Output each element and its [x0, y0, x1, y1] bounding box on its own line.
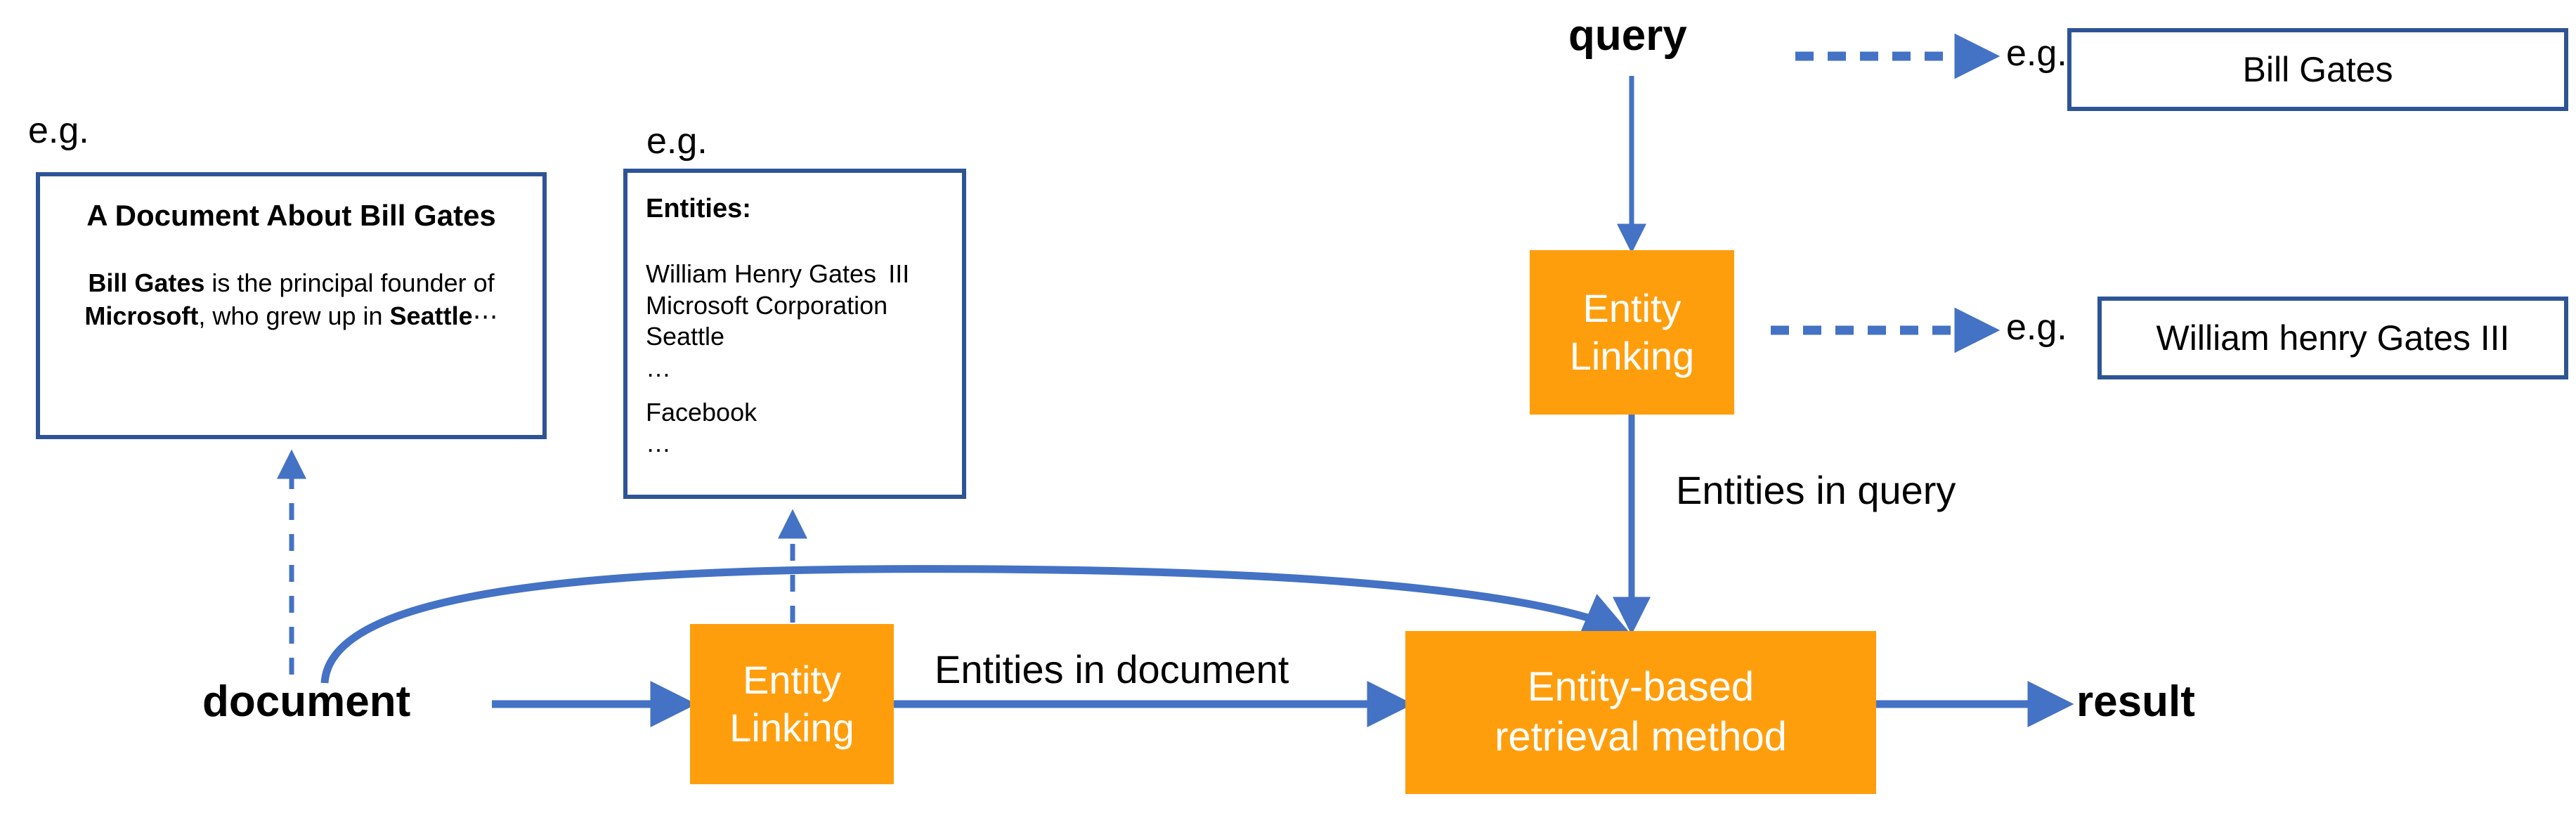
document-ellipsis: ⋯ [472, 301, 498, 331]
entities-heading: Entities: [646, 194, 751, 223]
result-output-label: result [2076, 677, 2195, 726]
query-example-box: Bill Gates [2067, 28, 2568, 111]
process-line: Entity [742, 657, 842, 702]
process-entity-linking-query: Entity Linking [1530, 250, 1734, 415]
document-input-label: document [202, 677, 411, 726]
entities-list-spacer [646, 384, 962, 397]
eg-label-document: e.g. [28, 110, 89, 151]
entities-example-box: Entities: William Henry Gates III Micros… [623, 169, 966, 499]
document-title: A Document About Bill Gates [86, 199, 496, 232]
process-entity-linking-query-label: Entity Linking [1570, 285, 1694, 381]
entities-list-item: Facebook [646, 397, 757, 427]
linked-example-text: William henry Gates III [2156, 318, 2510, 358]
process-line: Entity [1582, 285, 1681, 330]
document-text-1: is the principal founder of [204, 268, 495, 298]
process-line: Linking [1569, 334, 1695, 378]
document-body: Bill Gates is the principal founder of M… [40, 267, 542, 333]
document-entity-seattle: Seattle [389, 301, 473, 331]
edge-label-entities-in-document: Entities in document [935, 647, 1289, 691]
document-example-box: A Document About Bill Gates Bill Gates i… [36, 172, 547, 439]
query-input-label: query [1568, 11, 1687, 60]
process-entity-based-retrieval-label: Entity-based retrieval method [1495, 663, 1787, 762]
linked-example-box: William henry Gates III [2097, 297, 2568, 379]
document-entity-microsoft: Microsoft [84, 301, 199, 331]
eg-label-query: e.g. [2006, 33, 2067, 74]
process-line: Linking [729, 705, 854, 750]
entities-list: William Henry Gates III Microsoft Corpor… [646, 259, 962, 460]
process-entity-linking-document-label: Entity Linking [729, 656, 854, 753]
document-entity-bill-gates: Bill Gates [88, 268, 205, 298]
entities-list-item: Microsoft Corporation [646, 290, 888, 320]
process-line: Entity-based [1527, 664, 1755, 710]
process-line: retrieval method [1495, 714, 1787, 760]
process-entity-based-retrieval: Entity-based retrieval method [1405, 631, 1876, 794]
entities-list-item: … [646, 353, 671, 382]
eg-label-linked: e.g. [2006, 307, 2067, 348]
edge-label-entities-in-query: Entities in query [1676, 468, 1956, 512]
entities-list-item: William Henry Gates III [646, 259, 910, 288]
eg-label-entities: e.g. [646, 121, 708, 162]
process-entity-linking-document: Entity Linking [690, 624, 894, 784]
entities-list-item: Seattle [646, 322, 725, 351]
document-text-2: , who grew up in [198, 301, 390, 331]
query-example-text: Bill Gates [2242, 50, 2393, 89]
entities-list-item: … [646, 429, 671, 458]
